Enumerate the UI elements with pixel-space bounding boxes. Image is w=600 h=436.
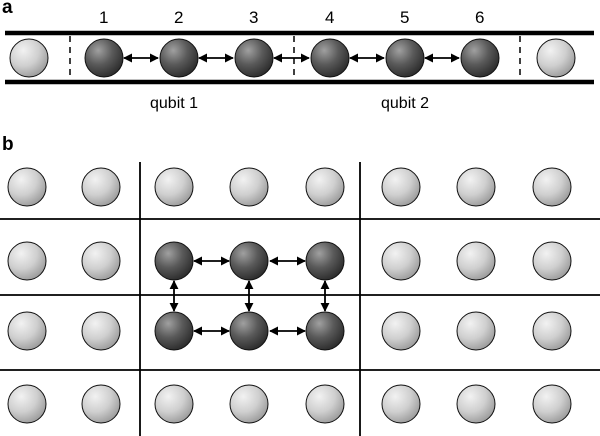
qubit-ion bbox=[460, 38, 500, 78]
spectator-ion bbox=[7, 311, 47, 351]
spectator-ion bbox=[532, 241, 572, 281]
spectator-ion bbox=[532, 311, 572, 351]
spectator-ion bbox=[229, 384, 269, 424]
position-label-3: 3 bbox=[249, 8, 259, 27]
qubit-ion bbox=[84, 38, 124, 78]
qubit-ion bbox=[229, 311, 269, 351]
spectator-ion bbox=[532, 167, 572, 207]
panel-a-ions bbox=[9, 38, 576, 78]
spectator-ion bbox=[81, 384, 121, 424]
qubit-ion bbox=[154, 311, 194, 351]
spectator-ion bbox=[81, 241, 121, 281]
panel-a-trap bbox=[5, 30, 594, 85]
spectator-ion bbox=[7, 384, 47, 424]
qubit-ion bbox=[385, 38, 425, 78]
qubit-ion bbox=[305, 241, 345, 281]
spectator-ion bbox=[381, 167, 421, 207]
spectator-ion bbox=[381, 241, 421, 281]
position-label-1: 1 bbox=[99, 8, 109, 27]
spectator-ion bbox=[229, 167, 269, 207]
spectator-ion bbox=[81, 311, 121, 351]
qubit-ion bbox=[234, 38, 274, 78]
position-label-6: 6 bbox=[475, 8, 485, 27]
qubit-1-label: qubit 1 bbox=[150, 95, 199, 112]
panel-b-grid bbox=[0, 162, 600, 436]
position-label-4: 4 bbox=[325, 8, 335, 27]
spectator-ion bbox=[381, 311, 421, 351]
panel-b-couplings bbox=[169, 256, 330, 336]
position-label-2: 2 bbox=[174, 8, 184, 27]
qubit-ion bbox=[305, 311, 345, 351]
spectator-ion bbox=[7, 241, 47, 281]
spectator-ion bbox=[305, 384, 345, 424]
spectator-ion bbox=[456, 384, 496, 424]
qubit-2-label: qubit 2 bbox=[381, 95, 430, 112]
spectator-ion bbox=[532, 384, 572, 424]
spectator-ion bbox=[536, 38, 576, 78]
spectator-ion bbox=[9, 38, 49, 78]
qubit-ion bbox=[154, 241, 194, 281]
qubit-ion bbox=[229, 241, 269, 281]
panel-b-letter: b bbox=[2, 134, 14, 155]
panel-b-ions bbox=[7, 167, 572, 424]
position-label-5: 5 bbox=[400, 8, 410, 27]
spectator-ion bbox=[81, 167, 121, 207]
spectator-ion bbox=[381, 384, 421, 424]
spectator-ion bbox=[305, 167, 345, 207]
spectator-ion bbox=[7, 167, 47, 207]
spectator-ion bbox=[456, 167, 496, 207]
qubit-ion bbox=[159, 38, 199, 78]
spectator-ion bbox=[456, 311, 496, 351]
spectator-ion bbox=[154, 384, 194, 424]
spectator-ion bbox=[456, 241, 496, 281]
spectator-ion bbox=[154, 167, 194, 207]
panel-a-letter: a bbox=[2, 0, 13, 18]
qubit-ion bbox=[310, 38, 350, 78]
